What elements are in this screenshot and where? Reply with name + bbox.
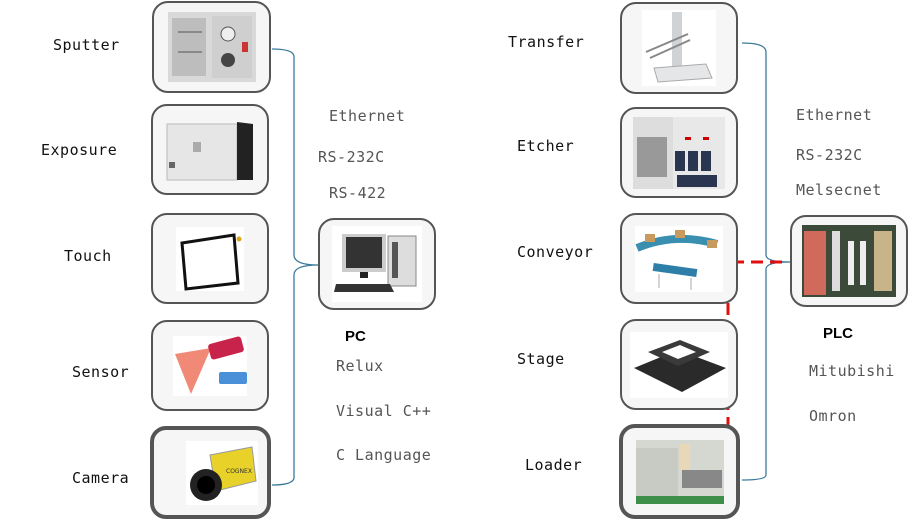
- device-label-conveyor: Conveyor: [517, 243, 594, 261]
- plc-protocol-ethernet: Ethernet: [796, 106, 873, 124]
- device-card-exposure[interactable]: [151, 104, 269, 195]
- pc-protocol-ethernet: Ethernet: [329, 107, 406, 125]
- device-card-etcher[interactable]: [620, 107, 738, 198]
- pc-software-c-language: C Language: [336, 446, 432, 464]
- pc-bus-connector: [271, 48, 319, 486]
- device-label-stage: Stage: [517, 350, 565, 368]
- pc-protocol-rs232c: RS-232C: [318, 148, 385, 166]
- plc-bus-connector: [741, 42, 791, 481]
- device-card-camera[interactable]: COGNEX: [150, 426, 271, 519]
- device-card-sensor[interactable]: [151, 320, 269, 411]
- pc-software-visual-cpp: Visual C++: [336, 402, 432, 420]
- plc-protocol-rs232c: RS-232C: [796, 146, 863, 164]
- etcher-machine-image: [633, 116, 725, 189]
- camera-image: COGNEX: [185, 440, 258, 505]
- exposure-machine-image: [166, 121, 253, 180]
- conveyor-image: [635, 225, 723, 292]
- device-label-etcher: Etcher: [517, 137, 575, 155]
- device-card-touch[interactable]: [151, 213, 269, 304]
- device-label-exposure: Exposure: [41, 141, 118, 159]
- controller-title-pc: PC: [345, 328, 366, 345]
- device-label-sputter: Sputter: [53, 36, 120, 54]
- device-label-touch: Touch: [64, 247, 112, 265]
- stage-image: [630, 331, 728, 398]
- plc-rack-image: [802, 225, 896, 297]
- device-label-sensor: Sensor: [72, 363, 130, 381]
- pc-software-relux: Relux: [336, 357, 384, 375]
- sputter-machine-image: [167, 12, 256, 82]
- laser-sensor-image: [173, 335, 247, 396]
- device-label-camera: Camera: [72, 469, 130, 487]
- loader-machine-image: [635, 439, 724, 504]
- svg-text:COGNEX: COGNEX: [226, 468, 252, 475]
- controller-card-plc[interactable]: [790, 215, 908, 307]
- device-card-sputter[interactable]: [152, 1, 271, 93]
- plc-vendor-omron: Omron: [809, 407, 857, 425]
- device-card-stage[interactable]: [620, 319, 738, 410]
- plc-protocol-melsecnet: Melsecnet: [796, 181, 882, 199]
- transfer-robot-image: [642, 10, 716, 86]
- controller-title-plc: PLC: [823, 325, 853, 342]
- plc-vendor-mitubishi: Mitubishi: [809, 362, 895, 380]
- touch-panel-image: [176, 226, 244, 291]
- device-card-conveyor[interactable]: [620, 213, 738, 304]
- device-label-transfer: Transfer: [508, 33, 585, 51]
- device-card-loader[interactable]: [619, 424, 740, 519]
- pc-protocol-rs422: RS-422: [329, 184, 387, 202]
- desktop-pc-image: [332, 226, 422, 302]
- device-label-loader: Loader: [525, 456, 583, 474]
- controller-card-pc[interactable]: [318, 218, 436, 310]
- device-card-transfer[interactable]: [620, 2, 738, 94]
